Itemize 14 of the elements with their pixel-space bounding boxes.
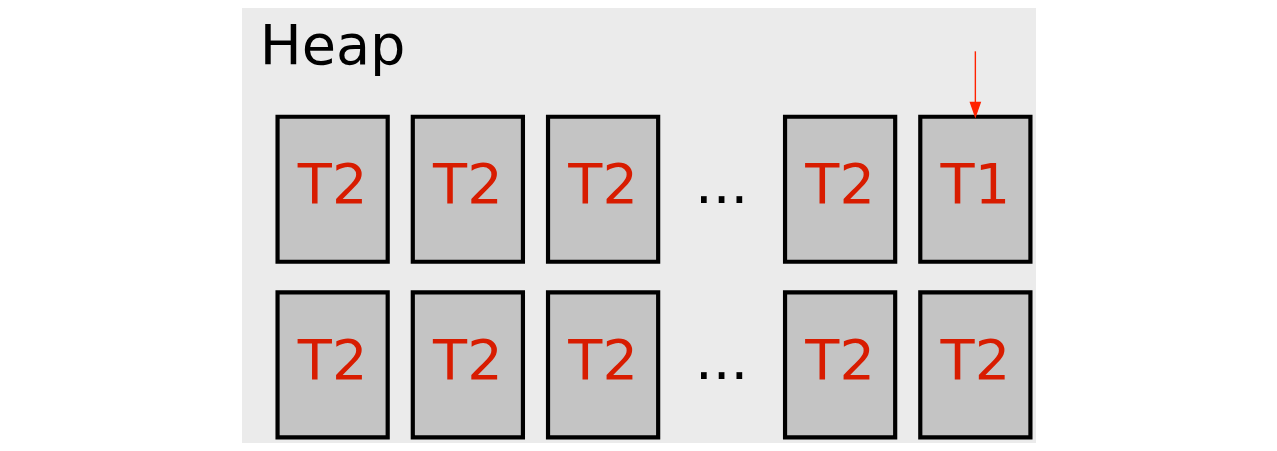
node-box: T2	[274, 290, 390, 440]
node-box: T2	[410, 290, 525, 440]
node-box: T2	[274, 114, 390, 264]
node-box: T2	[782, 290, 897, 440]
node-box: T2	[545, 114, 660, 264]
node-box: T2	[917, 290, 1032, 440]
label: ...	[694, 326, 748, 392]
node-box: T2	[410, 114, 525, 264]
label: Heap	[259, 11, 406, 77]
node-box: T2	[782, 114, 897, 264]
label: ...	[694, 151, 748, 217]
node-box: T2	[545, 290, 660, 440]
arrow	[969, 50, 981, 119]
node-box: T1	[917, 114, 1032, 264]
